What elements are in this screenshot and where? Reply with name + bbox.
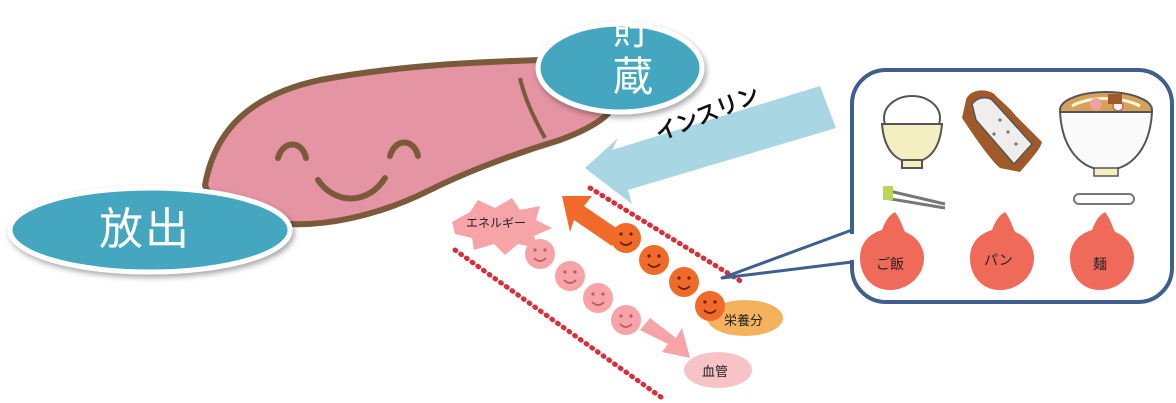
food-label-bubble: [970, 212, 1034, 290]
release-bubble: [7, 185, 293, 275]
storage-label-char: 貯: [613, 8, 653, 54]
vessel-label-bg: [684, 352, 752, 388]
food-label-bread: パン: [984, 253, 1013, 269]
energy-label: エネルギー: [466, 216, 527, 230]
orange-smiley: [611, 223, 641, 253]
rice-bowl-icon: [880, 95, 944, 169]
vessel-border-upper: [587, 185, 745, 285]
pink-smiley: [611, 305, 641, 335]
orange-smiley: [639, 245, 669, 275]
energy-arrow: [562, 196, 622, 246]
orange-smileys: [611, 223, 725, 321]
chopsticks-icon: [883, 186, 946, 210]
nutrient-label: 栄養分: [724, 314, 764, 329]
insulin-arrow: [585, 86, 836, 204]
food-label-rice: ご飯: [876, 257, 904, 273]
bread-icon: [962, 90, 1042, 172]
food-label-bubble: [860, 212, 924, 290]
pink-smiley: [525, 239, 555, 269]
liver-left-eye: [275, 141, 309, 161]
food-label-noodles: 麺: [1093, 257, 1107, 273]
vessel-border-lower: [452, 247, 668, 403]
spoon-icon: [1073, 193, 1135, 205]
storage-label: 貯 蔵: [588, 8, 678, 100]
liver-right-eye: [387, 139, 421, 159]
food-label-bubble: [1070, 212, 1134, 290]
liver-smile: [315, 175, 388, 202]
storage-label-char: 蔵: [613, 54, 653, 100]
pink-smiley: [583, 283, 613, 313]
food-panel-pointer: [720, 228, 854, 280]
vessel-label: 血管: [702, 365, 729, 380]
pink-smileys: [525, 239, 641, 335]
vessel-arrow: [640, 318, 690, 358]
storage-bubble: [535, 21, 705, 115]
food-label-bubbles: [860, 212, 1134, 290]
noodle-bowl-icon: [1058, 91, 1154, 177]
orange-smiley: [695, 291, 725, 321]
release-label: 放出: [99, 204, 191, 255]
energy-burst: [452, 198, 552, 255]
pink-smiley: [555, 261, 585, 291]
nutrient-label-bg: [707, 300, 783, 336]
orange-smiley: [669, 267, 699, 297]
